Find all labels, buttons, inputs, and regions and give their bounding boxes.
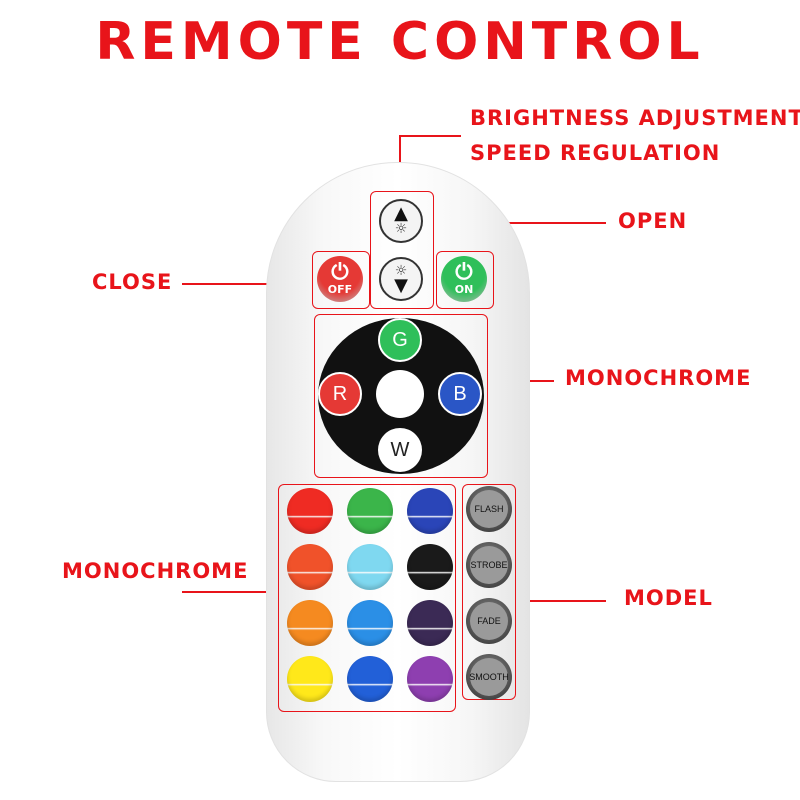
arrow-up-icon: ▲ (394, 203, 408, 224)
color-button-12[interactable] (407, 656, 453, 702)
label-model: MODEL (624, 586, 713, 610)
power-off-label: OFF (327, 282, 353, 296)
sun-icon: ☼ (394, 263, 408, 279)
color-button-5[interactable] (347, 544, 393, 590)
label-monochrome-bottom: MONOCHROME (62, 559, 249, 583)
red-letter: R (332, 382, 348, 405)
smooth-label: SMOOTH (469, 658, 509, 696)
color-button-6[interactable] (407, 544, 453, 590)
color-button-11[interactable] (347, 656, 393, 702)
arrow-down-icon: ▼ (394, 275, 408, 296)
brightness-down-button[interactable]: ☼ ▼ (379, 257, 423, 301)
blue-letter: B (453, 382, 467, 405)
brightness-up-button[interactable]: ▲ ☼ (379, 199, 423, 243)
power-on-button[interactable]: ⏻ ON (441, 256, 487, 302)
white-button[interactable]: W (378, 428, 422, 472)
center-button[interactable] (376, 370, 424, 418)
smooth-button[interactable]: SMOOTH (466, 654, 512, 700)
flash-label: FLASH (470, 490, 508, 528)
highlight-box-brightness (370, 191, 434, 309)
leader-line-model (514, 600, 606, 602)
label-brightness-adjustment: BRIGHTNESS ADJUSTMENT (470, 106, 800, 130)
red-button[interactable]: R (318, 372, 362, 416)
fade-label: FADE (470, 602, 508, 640)
label-speed-regulation: SPEED REGULATION (470, 141, 721, 165)
leader-line-open (460, 222, 606, 224)
power-icon: ⏻ (331, 259, 349, 285)
color-button-2[interactable] (347, 488, 393, 534)
power-icon: ⏻ (455, 259, 473, 285)
fade-button[interactable]: FADE (466, 598, 512, 644)
label-close: CLOSE (92, 270, 173, 294)
color-button-3[interactable] (407, 488, 453, 534)
green-button[interactable]: G (378, 318, 422, 362)
power-off-button[interactable]: ⏻ OFF (317, 256, 363, 302)
green-letter: G (392, 328, 408, 351)
page-title: REMOTE CONTROL (95, 12, 705, 72)
leader-line-close (182, 283, 312, 285)
highlight-box-color-grid (278, 484, 456, 712)
highlight-box-close (312, 251, 370, 309)
highlight-box-open (436, 251, 494, 309)
color-button-7[interactable] (287, 600, 333, 646)
power-on-label: ON (454, 282, 474, 296)
white-letter: W (390, 438, 410, 461)
sun-icon: ☼ (394, 221, 408, 237)
label-monochrome-top: MONOCHROME (565, 366, 752, 390)
strobe-label: STROBE (470, 546, 508, 584)
blue-button[interactable]: B (438, 372, 482, 416)
color-button-10[interactable] (287, 656, 333, 702)
color-button-1[interactable] (287, 488, 333, 534)
color-button-8[interactable] (347, 600, 393, 646)
color-button-4[interactable] (287, 544, 333, 590)
color-button-9[interactable] (407, 600, 453, 646)
leader-line-brightness-horizontal (399, 135, 461, 137)
highlight-box-rgbw (314, 314, 488, 478)
flash-button[interactable]: FLASH (466, 486, 512, 532)
strobe-button[interactable]: STROBE (466, 542, 512, 588)
leader-line-monochrome-bottom (182, 591, 278, 593)
label-open: OPEN (618, 209, 688, 233)
